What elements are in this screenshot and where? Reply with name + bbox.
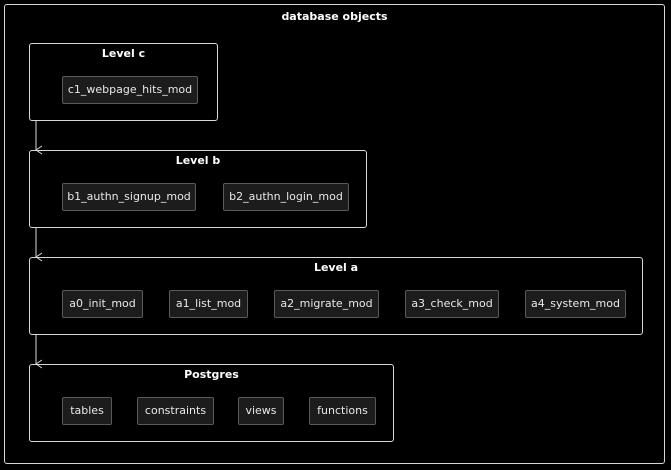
diagram-title: database objects	[281, 10, 388, 23]
group-postgres: Postgres tables constraints views functi…	[29, 364, 394, 442]
node-a3-check-mod[interactable]: a3_check_mod	[405, 290, 499, 318]
node-functions[interactable]: functions	[309, 397, 376, 425]
group-title-level-b: Level b	[175, 154, 221, 167]
node-a4-system-mod[interactable]: a4_system_mod	[525, 290, 626, 318]
database-objects-container: database objects	[4, 4, 665, 464]
group-level-b: Level b b1_authn_signup_mod b2_authn_log…	[29, 150, 367, 228]
node-b2-authn-login-mod[interactable]: b2_authn_login_mod	[223, 183, 349, 211]
node-a0-init-mod[interactable]: a0_init_mod	[62, 290, 143, 318]
node-c1-webpage-hits-mod[interactable]: c1_webpage_hits_mod	[62, 76, 198, 104]
node-a1-list-mod[interactable]: a1_list_mod	[169, 290, 248, 318]
group-title-level-c: Level c	[101, 47, 146, 60]
node-b1-authn-signup-mod[interactable]: b1_authn_signup_mod	[62, 183, 196, 211]
node-constraints[interactable]: constraints	[137, 397, 214, 425]
node-views[interactable]: views	[238, 397, 284, 425]
group-title-postgres: Postgres	[184, 368, 239, 381]
group-level-c: Level c c1_webpage_hits_mod	[29, 43, 218, 121]
node-tables[interactable]: tables	[62, 397, 112, 425]
node-a2-migrate-mod[interactable]: a2_migrate_mod	[274, 290, 379, 318]
group-level-a: Level a a0_init_mod a1_list_mod a2_migra…	[29, 257, 643, 335]
group-title-level-a: Level a	[313, 261, 359, 274]
